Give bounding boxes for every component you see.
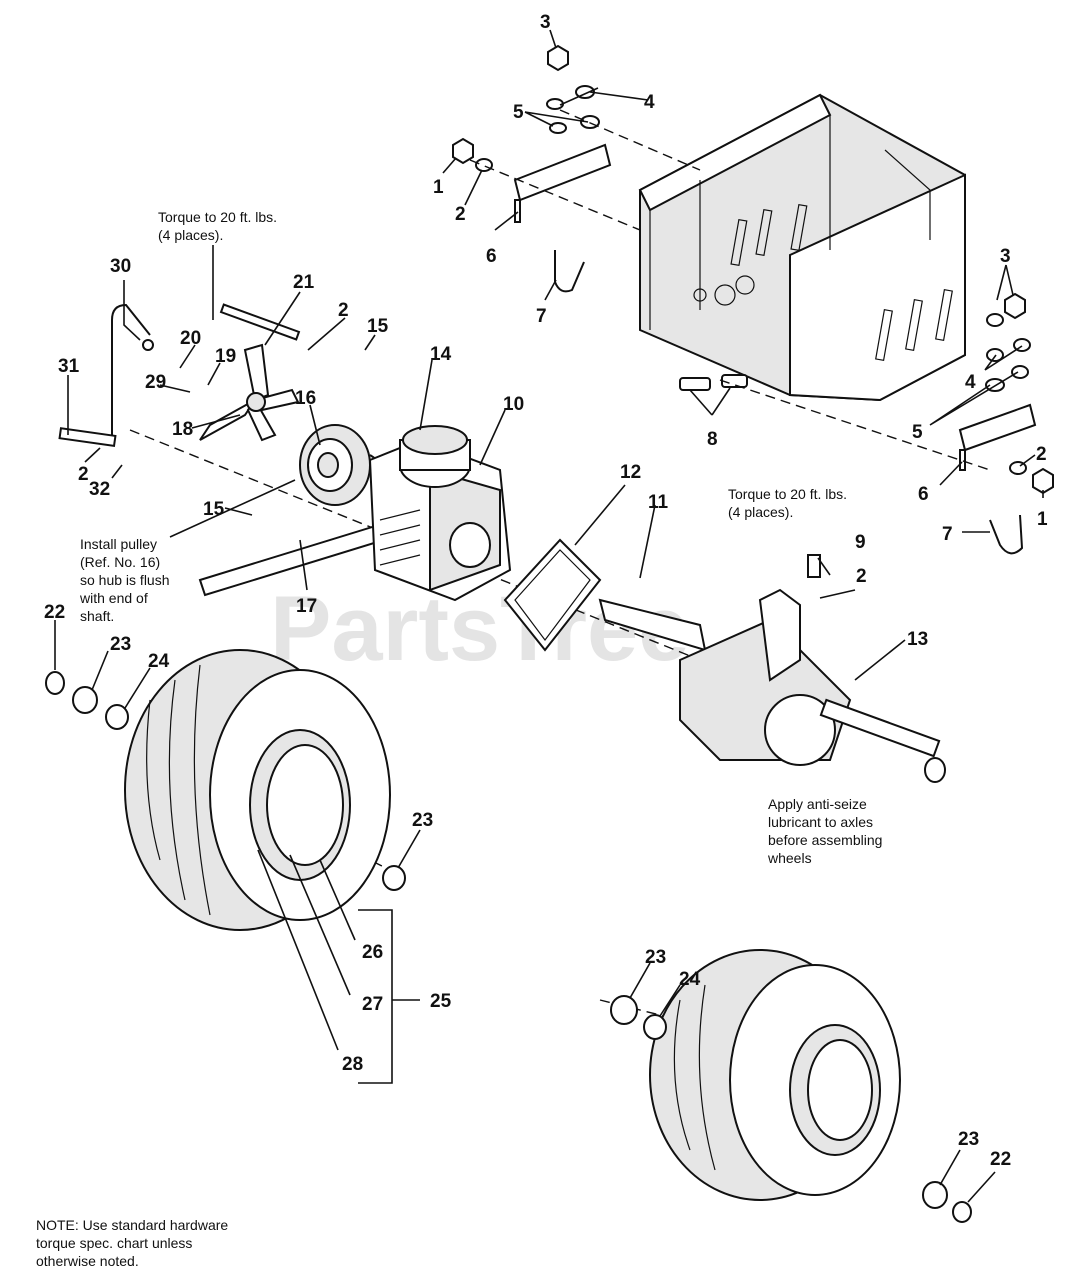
callout-23-mid: 23 [412, 810, 433, 831]
engine-housing [368, 425, 512, 602]
callout-1-right: 1 [1037, 509, 1048, 530]
callout-13: 13 [907, 629, 928, 650]
watermark: PartsTree [270, 578, 689, 680]
callout-9: 9 [855, 532, 866, 553]
chassis-frame [638, 93, 966, 402]
note-footer: NOTE: Use standard hardware torque spec.… [36, 1217, 229, 1269]
note-torque-top: Torque to 20 ft. lbs. (4 places). [158, 209, 278, 243]
left-wheel [124, 649, 391, 931]
callout-2-fan: 2 [338, 300, 349, 321]
bracket-left [513, 143, 612, 223]
callout-10: 10 [503, 394, 524, 415]
callout-32: 32 [89, 479, 110, 500]
pulley [299, 424, 371, 506]
callout-16: 16 [295, 388, 316, 409]
callout-18: 18 [172, 419, 193, 440]
bolt-21 [219, 303, 301, 341]
wheel-hardware [45, 671, 972, 1223]
callout-1-left: 1 [433, 177, 444, 198]
callout-11: 11 [648, 492, 669, 513]
callout-15-bottom: 15 [203, 499, 225, 520]
callout-22-left: 22 [44, 602, 65, 623]
transaxle [598, 588, 946, 783]
callout-6-right: 6 [918, 484, 929, 505]
callouts: 3 4 5 1 2 6 7 8 3 4 5 2 6 1 7 9 2 13 11 … [44, 12, 1048, 1170]
note-anti-seize: Apply anti-seize lubricant to axles befo… [768, 796, 883, 866]
callout-31: 31 [58, 356, 80, 377]
right-wheel [649, 949, 901, 1201]
nut-group-top [452, 44, 600, 172]
callout-28: 28 [342, 1054, 363, 1075]
fan [199, 343, 300, 442]
callout-27: 27 [362, 994, 383, 1015]
bolt-group-8 [679, 374, 748, 391]
callout-24-left: 24 [148, 651, 170, 672]
callout-2-trans: 2 [856, 566, 867, 587]
callout-2-right: 2 [1036, 444, 1047, 465]
callout-17: 17 [296, 596, 317, 617]
bolt-31 [58, 427, 117, 447]
callout-30: 30 [110, 256, 131, 277]
note-install-pulley: Install pulley (Ref. No. 16) so hub is f… [80, 536, 170, 624]
callout-4-right: 4 [965, 372, 976, 393]
callout-23-left: 23 [110, 634, 131, 655]
callout-2-left: 2 [455, 204, 466, 225]
callout-24-right: 24 [679, 969, 701, 990]
callout-22-bottom: 22 [990, 1149, 1011, 1170]
callout-3-right: 3 [1000, 246, 1011, 267]
callout-7-left: 7 [536, 306, 547, 327]
callout-20: 20 [180, 328, 201, 349]
callout-23-bottom: 23 [958, 1129, 979, 1150]
callout-21: 21 [293, 272, 315, 293]
u-bolt-left [554, 250, 585, 293]
callout-19: 19 [215, 346, 236, 367]
callout-15-top: 15 [367, 316, 389, 337]
bracket-right [958, 403, 1037, 471]
callout-5-top: 5 [513, 102, 524, 123]
callout-5-right: 5 [912, 422, 923, 443]
callout-3-top: 3 [540, 12, 551, 33]
callout-25: 25 [430, 991, 452, 1012]
note-torque-right: Torque to 20 ft. lbs. (4 places). [728, 486, 848, 520]
gasket [503, 538, 602, 652]
callout-6-left: 6 [486, 246, 497, 267]
callout-2-rod: 2 [78, 464, 89, 485]
lift-rod [111, 303, 154, 440]
leader-lines [54, 29, 1044, 1203]
callout-29: 29 [145, 372, 166, 393]
callout-26: 26 [362, 942, 383, 963]
callout-8: 8 [707, 429, 718, 450]
nut-group-right [985, 292, 1054, 495]
bolt-9 [807, 554, 821, 578]
callout-4-top: 4 [644, 92, 655, 113]
u-bolt-right [989, 514, 1024, 555]
callout-14: 14 [430, 344, 452, 365]
callout-7-right: 7 [942, 524, 953, 545]
callout-12: 12 [620, 462, 641, 483]
callout-23-right: 23 [645, 947, 666, 968]
